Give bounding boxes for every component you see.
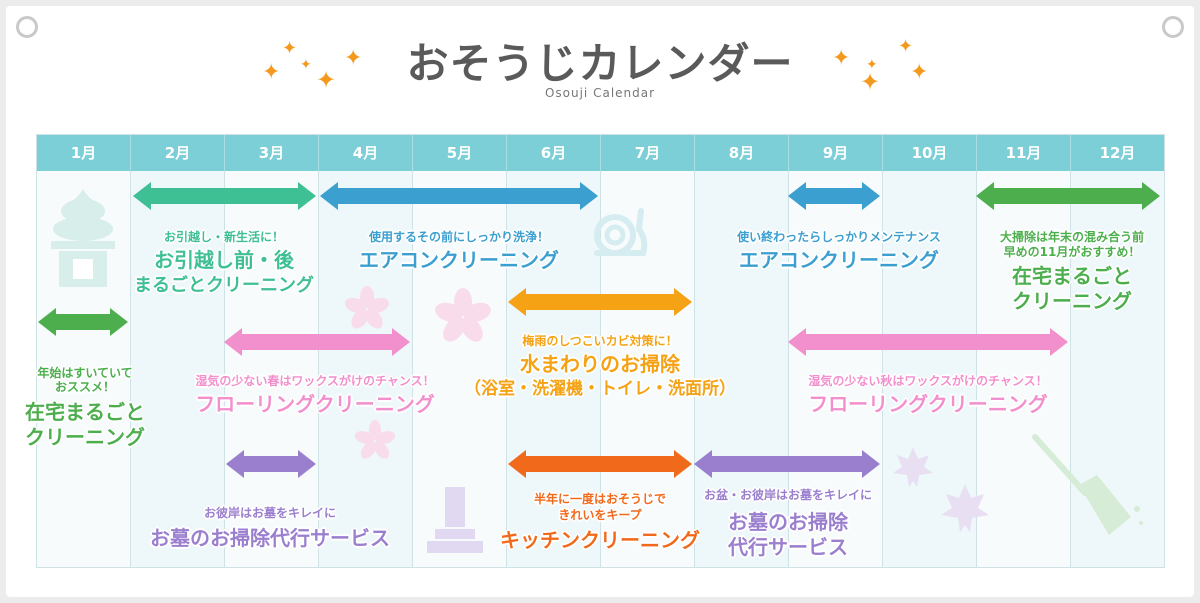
event-title: お墓のお掃除代行サービス — [150, 526, 390, 550]
period-arrow-aircon-fall — [788, 182, 880, 210]
snail-icon — [594, 208, 648, 256]
event-note: おススメ！ — [54, 380, 115, 394]
month-column — [883, 135, 977, 567]
sparkle-icon: ✦ — [910, 60, 929, 85]
month-header-1: 1月 — [37, 135, 131, 171]
month-header-4: 4月 — [319, 135, 413, 171]
kagami-mochi-icon — [51, 189, 115, 287]
event-title: クリーニング — [25, 425, 145, 449]
month-header-12: 12月 — [1071, 135, 1164, 171]
event-note: 使用するその前にしっかり洗浄！ — [368, 230, 549, 244]
month-header-3: 3月 — [225, 135, 319, 171]
calendar-grid: 1月 2月 3月 4月 5月 6月 7月 8月 9月 10月 11月 12月 — [36, 134, 1165, 568]
event-title: （浴室・洗濯機・トイレ・洗面所） — [464, 379, 736, 399]
broom-icon — [1032, 434, 1143, 535]
period-arrow-moving — [133, 182, 316, 210]
event-note: 半年に一度はおそうじで — [533, 492, 666, 506]
month-header-11: 11月 — [977, 135, 1071, 171]
period-arrow-grave-spring — [226, 450, 316, 478]
event-title: 代行サービス — [728, 535, 848, 559]
period-arrow-aircon-spring — [320, 182, 598, 210]
event-note: 早めの11月がおすすめ！ — [1003, 245, 1141, 259]
sparkle-icon: ✦ — [860, 68, 881, 96]
event-note: きれいをキープ — [558, 508, 642, 522]
event-title: まるごとクリーニング — [134, 275, 314, 296]
sparkle-icon: ✦ — [300, 57, 312, 73]
sparkle-icon: ✦ — [316, 66, 337, 94]
event-title: お墓のお掃除 — [728, 510, 848, 534]
month-header-6: 6月 — [507, 135, 601, 171]
event-note: お盆・お彼岸はお墓をキレイに — [703, 488, 872, 502]
sparkle-icon: ✦ — [344, 46, 363, 71]
month-column — [601, 135, 695, 567]
event-title: クリーニング — [1012, 289, 1132, 313]
period-arrow-grave-summer — [694, 450, 880, 478]
sakura-icon — [354, 420, 396, 459]
maple-leaf-icon — [893, 447, 933, 487]
event-note: 湿気の少ない春はワックスがけのチャンス！ — [195, 374, 435, 388]
month-header-5: 5月 — [413, 135, 507, 171]
event-title: フローリングクリーニング — [195, 392, 435, 416]
hanging-hole-right — [1162, 16, 1184, 38]
sakura-icon — [344, 286, 390, 329]
month-header-2: 2月 — [131, 135, 225, 171]
event-note: お引越し・新生活に！ — [163, 230, 284, 244]
event-note: 梅雨のしつこいカビ対策に！ — [522, 334, 678, 348]
event-note: 年始はすいていて — [37, 366, 133, 380]
sparkle-icon: ✦ — [832, 46, 851, 71]
event-note: 使い終わったらしっかりメンテナンス — [737, 230, 941, 244]
period-arrow-kitchen — [508, 450, 692, 478]
event-title: フローリングクリーニング — [808, 392, 1048, 416]
event-note: お彼岸はお墓をキレイに — [203, 506, 336, 520]
page-title: おそうじカレンダー — [406, 39, 794, 88]
period-arrow-year-end — [976, 182, 1160, 210]
maple-leaf-icon — [941, 484, 989, 532]
event-title: 在宅まるごと — [1012, 264, 1132, 288]
month-column — [319, 135, 413, 567]
event-title: お引越し前・後 — [154, 248, 294, 272]
event-title: エアコンクリーニング — [359, 248, 559, 272]
sparkle-icon: ✦ — [866, 57, 878, 73]
hanging-hole-left — [16, 16, 38, 38]
event-note: 湿気の少ない秋はワックスがけのチャンス！ — [808, 374, 1048, 388]
event-title: 在宅まるごと — [25, 400, 145, 424]
period-arrow-jan — [38, 308, 128, 336]
month-header-10: 10月 — [883, 135, 977, 171]
sparkle-icon: ✦ — [262, 60, 281, 85]
month-header-7: 7月 — [601, 135, 695, 171]
sparkle-icon: ✦ — [282, 38, 298, 59]
event-title: 水まわりのお掃除 — [520, 352, 680, 376]
page-subtitle: Osouji Calendar — [544, 86, 656, 100]
month-column — [507, 135, 601, 567]
period-arrow-floor-spring — [224, 328, 410, 356]
period-arrow-rainy-season — [508, 288, 692, 316]
sparkle-icon: ✦ — [898, 36, 914, 57]
month-header-8: 8月 — [695, 135, 789, 171]
event-title: エアコンクリーニング — [739, 248, 939, 272]
event-title: キッチンクリーニング — [500, 528, 700, 552]
event-note: 大掃除は年末の混み合う前 — [999, 230, 1144, 244]
period-arrow-floor-fall — [788, 328, 1068, 356]
sakura-icon — [435, 288, 491, 342]
month-header-9: 9月 — [789, 135, 883, 171]
gravestone-icon — [427, 487, 483, 553]
